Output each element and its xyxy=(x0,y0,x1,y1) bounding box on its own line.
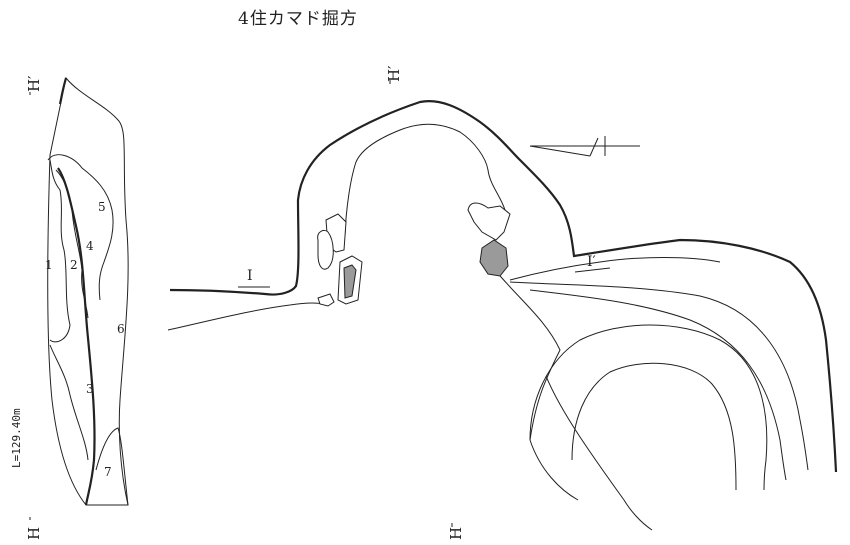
plan-view xyxy=(167,80,838,531)
plan-label-right: I′ xyxy=(587,254,596,270)
profile-layer2 xyxy=(55,169,89,319)
profile-outer-line xyxy=(47,76,129,506)
profile-layer3 xyxy=(49,344,89,461)
north-arrow-icon xyxy=(529,136,640,157)
layer-5: 5 xyxy=(98,200,106,214)
stone-3-inner xyxy=(343,264,357,299)
layer-7: 7 xyxy=(104,465,112,479)
stone-6-shaded xyxy=(479,239,509,277)
drawing-title: 4住カマド掘方 xyxy=(238,9,358,29)
plan-arch-outer xyxy=(529,324,768,491)
profile-layer1 xyxy=(49,159,71,343)
layer-1: 1 xyxy=(45,258,53,272)
layer-2: 2 xyxy=(70,258,78,272)
section-profile xyxy=(29,76,129,520)
plan-curve-outer xyxy=(509,281,809,471)
stone-5 xyxy=(467,202,511,241)
plan-outer-outline xyxy=(169,100,838,473)
plan-curve-inner xyxy=(494,269,561,441)
plan-label-left: I xyxy=(247,268,253,284)
layer-6: 6 xyxy=(117,322,125,336)
plan-section-line xyxy=(509,257,721,281)
plan-tail-end xyxy=(623,499,653,531)
stone-2 xyxy=(317,229,334,270)
profile-surface-line xyxy=(58,77,68,105)
plan-inner-line xyxy=(344,123,506,236)
layer-3: 3 xyxy=(86,382,94,396)
plan-marker-i-prime xyxy=(574,267,611,273)
plan-tail-right xyxy=(545,375,625,501)
plan-arch-inner xyxy=(571,362,737,491)
plan-curve-mid xyxy=(529,289,787,481)
layer-4: 4 xyxy=(86,239,94,253)
profile-layer5 xyxy=(47,154,114,301)
stone-4 xyxy=(317,293,335,307)
profile-layer7 xyxy=(95,427,129,506)
profile-thick-line xyxy=(57,167,96,506)
plan-tail-left xyxy=(529,439,579,501)
plan-lower-left-line xyxy=(167,302,325,331)
